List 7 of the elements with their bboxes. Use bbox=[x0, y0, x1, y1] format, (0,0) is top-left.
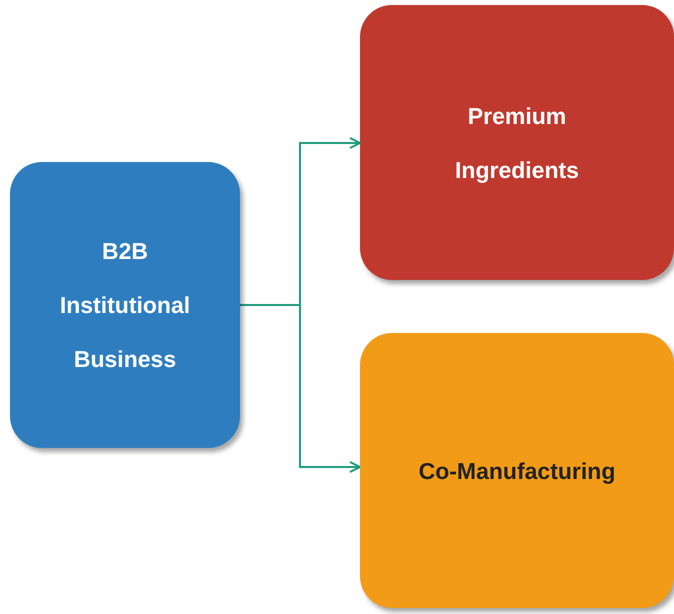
process-box bbox=[10, 162, 240, 448]
box-label: B2B Institutional Business bbox=[58, 237, 192, 374]
process-box bbox=[360, 333, 674, 608]
box-label: Co-Manufacturing bbox=[418, 456, 616, 486]
arrow bbox=[240, 304, 361, 473]
process-box bbox=[360, 5, 674, 280]
box-label: Premium Ingredients bbox=[454, 102, 580, 185]
